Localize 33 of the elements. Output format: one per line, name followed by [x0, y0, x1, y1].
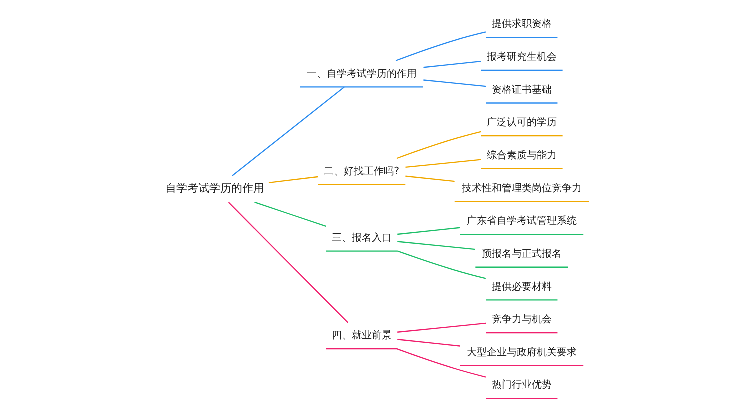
connector: [396, 32, 486, 62]
connector: [228, 202, 349, 324]
node-text: 三、报名入口: [332, 232, 392, 244]
node-text: 竞争力与机会: [492, 314, 552, 326]
connector: [254, 202, 326, 227]
connector: [424, 80, 486, 88]
node-text: 二、好找工作吗?: [324, 166, 400, 178]
connector: [406, 159, 482, 168]
node-text: 资格证书基础: [492, 84, 552, 96]
connector: [396, 348, 486, 378]
node-text: 技术性和管理类岗位竞争力: [462, 183, 582, 194]
node-text: 广泛认可的学历: [486, 118, 557, 129]
node-text: 提供求职资格: [492, 19, 552, 30]
node-text: 自学考试学历的作用: [165, 182, 264, 195]
connector: [398, 339, 460, 347]
connector: [396, 131, 482, 160]
connector: [397, 250, 486, 280]
node-text: 报考研究生机会: [486, 52, 557, 63]
node-text: 综合素质与能力: [486, 150, 557, 162]
connector: [268, 176, 318, 184]
node-text: 预报名与正式报名: [482, 248, 562, 260]
connector: [406, 176, 455, 182]
connector: [424, 60, 482, 68]
node-text: 四、就业前景: [332, 330, 392, 342]
connector: [398, 227, 460, 236]
node-text: 大型企业与政府机关要求: [466, 347, 577, 358]
node-text: 热门行业优势: [492, 380, 552, 392]
connector: [232, 86, 345, 177]
node-text: 提供必要材料: [492, 282, 552, 293]
connector: [398, 241, 476, 250]
node-text: 一、自学考试学历的作用: [306, 68, 417, 80]
node-text: 广东省自学考试管理系统: [466, 216, 577, 228]
connector: [398, 322, 486, 333]
